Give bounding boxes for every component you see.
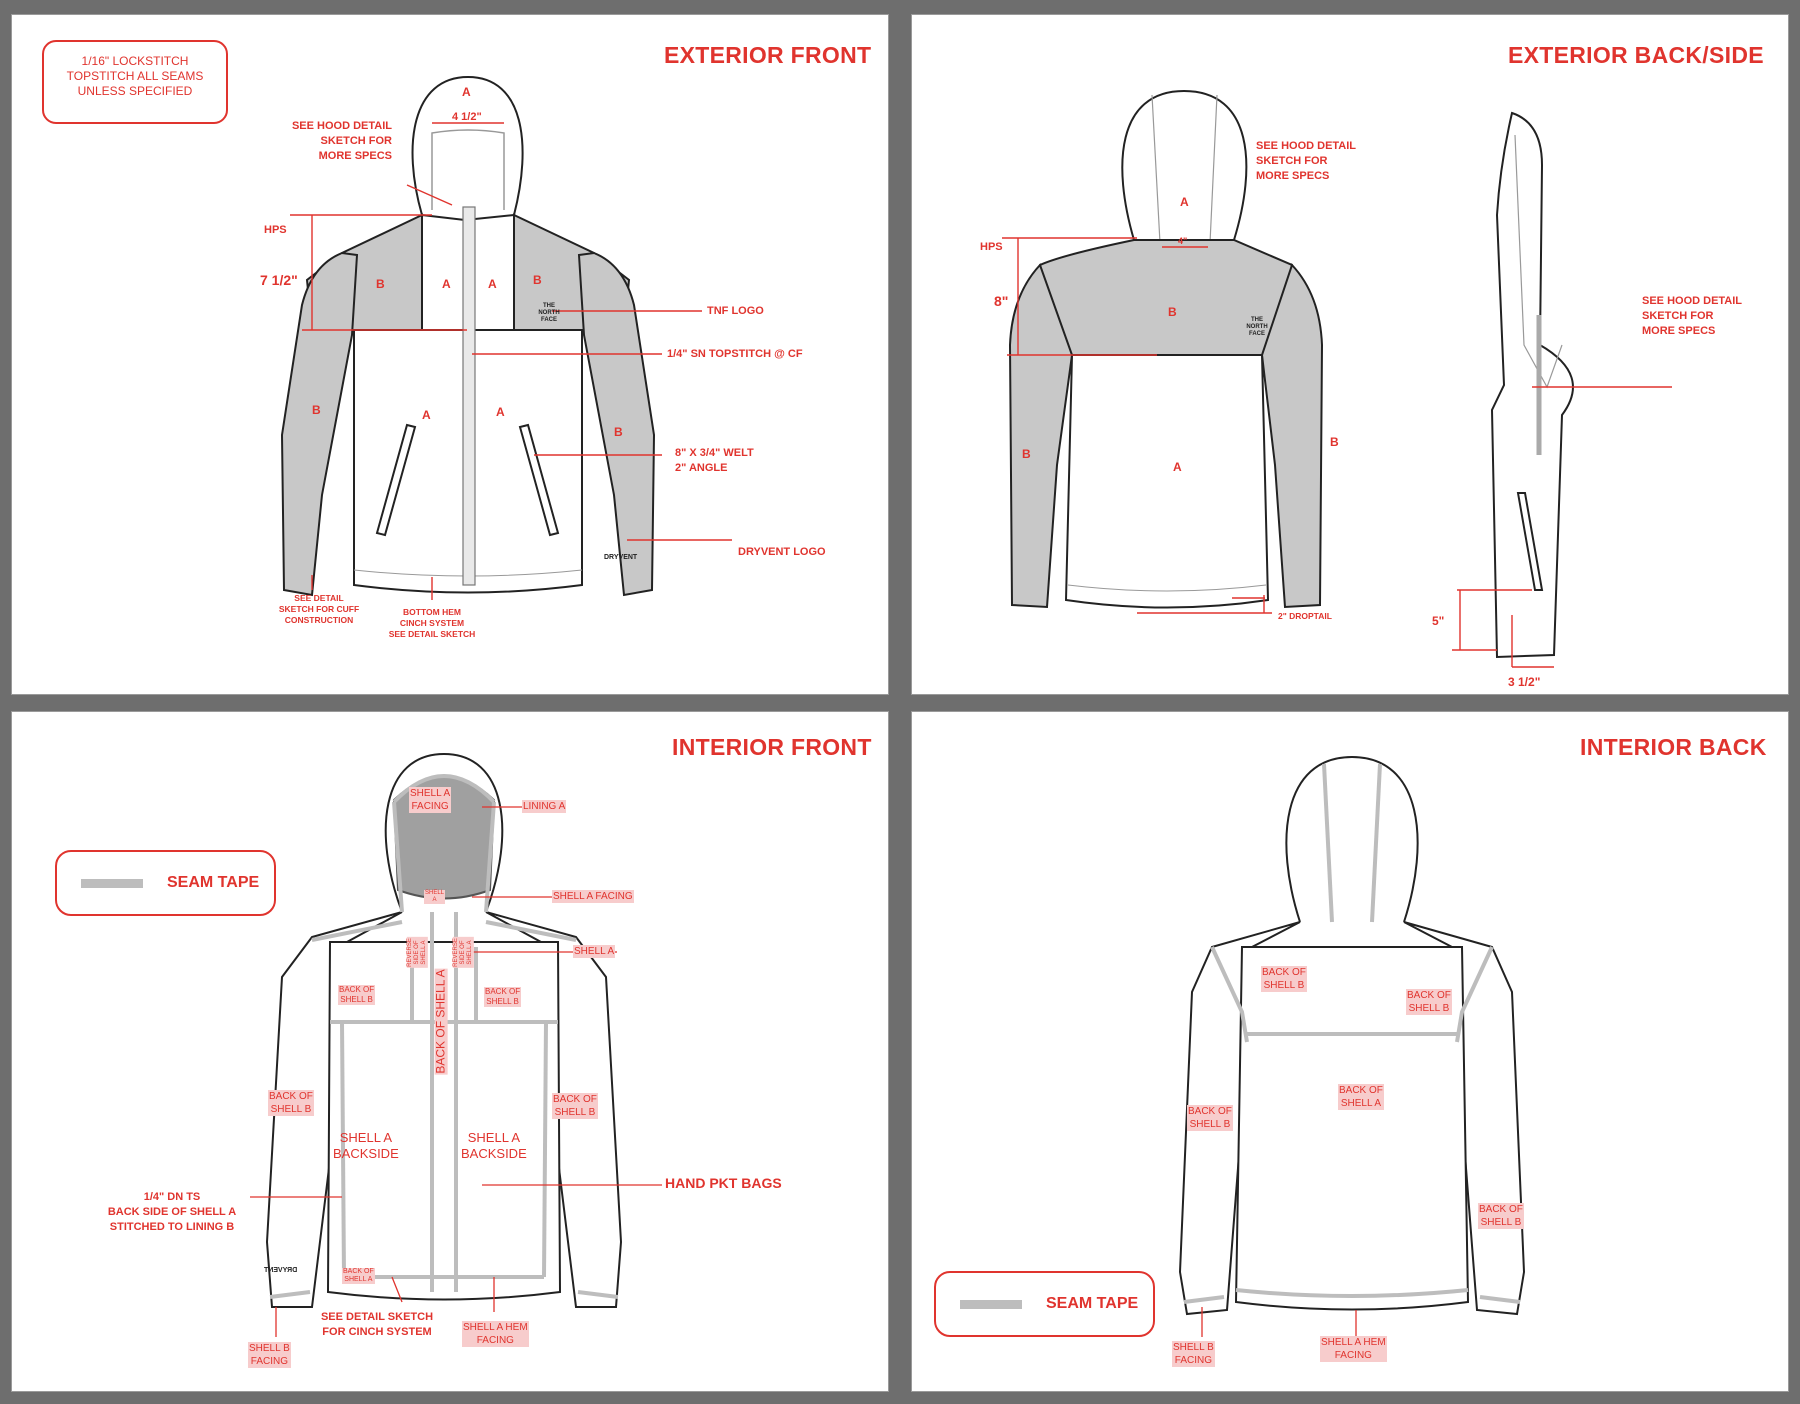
side-width-measure: 3 1/2"	[1508, 675, 1541, 689]
side-height-measure: 5"	[1432, 614, 1445, 628]
back-shell-b-sleeve-left: BACK OF SHELL B	[268, 1090, 314, 1116]
hem-detail-label: BOTTOM HEM CINCH SYSTEM SEE DETAIL SKETC…	[388, 607, 476, 639]
seam-tape-swatch	[960, 1299, 1022, 1309]
panel-title: INTERIOR FRONT	[672, 734, 872, 760]
panel-exterior-back: EXTERIOR BACK/SIDE SEE HOOD DETAIL SKETC…	[912, 15, 1788, 694]
shell-b-facing: SHELL B FACING	[248, 1342, 291, 1368]
legend-label: SEAM TAPE	[167, 874, 260, 891]
hood-detail-label: SEE HOOD DETAIL SKETCH FOR MORE SPECS	[1256, 140, 1357, 182]
zone-a-right-yoke: A	[488, 277, 497, 291]
seam-tape-swatch	[81, 878, 143, 888]
topstitch-label: 1/4" SN TOPSTITCH @ CF	[667, 348, 803, 360]
panel-title: INTERIOR BACK	[1580, 734, 1767, 760]
hood-detail-side-label: SEE HOOD DETAIL SKETCH FOR MORE SPECS	[1642, 295, 1743, 337]
back-shell-b-yoke-right: BACK OF SHELL B	[484, 987, 522, 1007]
dn-ts-label: 1/4" DN TS BACK SIDE OF SHELL A STITCHED…	[107, 1191, 237, 1233]
reverse-side-left: REVERSE SIDE OF SHELL A	[406, 937, 428, 968]
shell-a-hem-facing: SHELL A HEM FACING	[1320, 1336, 1387, 1362]
zone-b-left-yoke: B	[376, 277, 385, 291]
shell-a-small: SHELL A	[424, 890, 446, 904]
dryvent-logo-mark: DRYVENT	[604, 554, 638, 561]
back-shell-b-sleeve-right: BACK OF SHELL B	[552, 1093, 598, 1119]
center-zipper	[462, 206, 476, 586]
hood-detail-label: SEE HOOD DETAIL SKETCH FOR MORE SPECS	[291, 120, 392, 162]
zone-b-yoke: B	[1168, 305, 1177, 319]
right-sleeve	[577, 251, 656, 597]
back-of-shell-a-vertical: BACK OF SHELL A	[433, 968, 448, 1075]
panel-exterior-front: EXTERIOR FRONT 1/16" LOCKSTITCH TOPSTITC…	[12, 15, 888, 694]
hps-measure: 8"	[994, 293, 1009, 309]
zone-a-hood: A	[1180, 195, 1189, 209]
hood-width-measure: 4 1/2"	[452, 111, 482, 123]
panel-interior-back: INTERIOR BACK SEAM TAPE BACK OF SHELL B …	[912, 712, 1788, 1391]
hand-pkt-bags-label: HAND PKT BAGS	[665, 1175, 782, 1191]
lining-a-label: LINING A	[522, 800, 567, 813]
hood-opening	[431, 129, 505, 210]
side-view-outline	[1490, 111, 1574, 659]
dryvent-logo-label: DRYVENT LOGO	[738, 546, 826, 558]
back-shell-b-yoke-left: BACK OF SHELL B	[338, 985, 376, 1005]
seam-tape-legend: SEAM TAPE	[934, 1271, 1155, 1337]
back-shell-b-sleeve-right: BACK OF SHELL B	[1478, 1203, 1524, 1229]
back-shell-b-yoke-left: BACK OF SHELL B	[1261, 966, 1307, 992]
shell-a-label: SHELL A	[573, 945, 616, 958]
panel-interior-front: INTERIOR FRONT SEAM TAPE SHELL A FACING …	[12, 712, 888, 1391]
zone-a-body-right: A	[496, 405, 505, 419]
right-welt-pocket	[518, 423, 560, 537]
zone-b-left-sleeve: B	[312, 403, 321, 417]
back-shell-a-body: BACK OF SHELL A	[1338, 1084, 1384, 1110]
cuff-detail-label: SEE DETAIL SKETCH FOR CUFF CONSTRUCTION	[278, 593, 360, 625]
tnf-logo-label: TNF LOGO	[707, 305, 764, 317]
center-yoke-left	[421, 213, 466, 331]
left-sleeve	[280, 251, 359, 597]
zone-a-body-left: A	[422, 408, 431, 422]
tnf-logo-mark: THE NORTH FACE	[538, 303, 560, 323]
panel-title: EXTERIOR BACK/SIDE	[1508, 42, 1764, 68]
zone-a-body: A	[1173, 460, 1182, 474]
shell-a-backside-left: SHELL A BACKSIDE	[333, 1130, 399, 1161]
shell-a-facing-label: SHELL A FACING	[552, 890, 634, 903]
welt-label: 8" X 3/4" WELT 2" ANGLE	[675, 447, 754, 474]
shell-b-facing: SHELL B FACING	[1172, 1341, 1215, 1367]
zone-b-right-yoke: B	[533, 273, 542, 287]
reverse-side-right: REVERSE SIDE OF SHELL A	[452, 937, 474, 968]
zone-b-left-sleeve: B	[1022, 447, 1031, 461]
interior-front-sketch	[250, 752, 662, 1337]
dryvent-mark: DRYVENT	[264, 1267, 298, 1274]
cinch-label: SEE DETAIL SKETCH FOR CINCH SYSTEM	[320, 1311, 434, 1338]
tnf-logo-mark: THE NORTH FACE	[1246, 317, 1268, 337]
shell-a-hem-facing: SHELL A HEM FACING	[462, 1321, 529, 1347]
zone-a-left-yoke: A	[442, 277, 451, 291]
hps-label: HPS	[980, 241, 1003, 253]
exterior-back-sketch	[1002, 89, 1672, 668]
shell-a-facing-top: SHELL A FACING	[409, 787, 452, 813]
hood-width-measure: 4"	[1178, 236, 1188, 246]
legend-label: SEAM TAPE	[1046, 1295, 1139, 1312]
hps-measure: 7 1/2"	[260, 272, 298, 288]
zone-a-hood: A	[462, 85, 471, 99]
stitch-note: 1/16" LOCKSTITCH TOPSTITCH ALL SEAMS UNL…	[42, 40, 228, 124]
zone-b-right-sleeve: B	[614, 425, 623, 439]
panel-title: EXTERIOR FRONT	[664, 42, 872, 68]
droptail-label: 2" DROPTAIL	[1278, 611, 1332, 621]
hood-outline	[411, 75, 524, 216]
left-welt-pocket	[375, 423, 417, 537]
back-shell-b-sleeve-left: BACK OF SHELL B	[1187, 1105, 1233, 1131]
exterior-front-sketch	[280, 75, 732, 600]
back-shell-a-hem: BACK OF SHELL A	[342, 1268, 375, 1284]
zone-b-right-sleeve: B	[1330, 435, 1339, 449]
shell-a-backside-right: SHELL A BACKSIDE	[461, 1130, 527, 1161]
seam-tape-legend: SEAM TAPE	[55, 850, 276, 916]
hps-label: HPS	[264, 224, 287, 236]
back-shell-b-yoke-right: BACK OF SHELL B	[1406, 989, 1452, 1015]
